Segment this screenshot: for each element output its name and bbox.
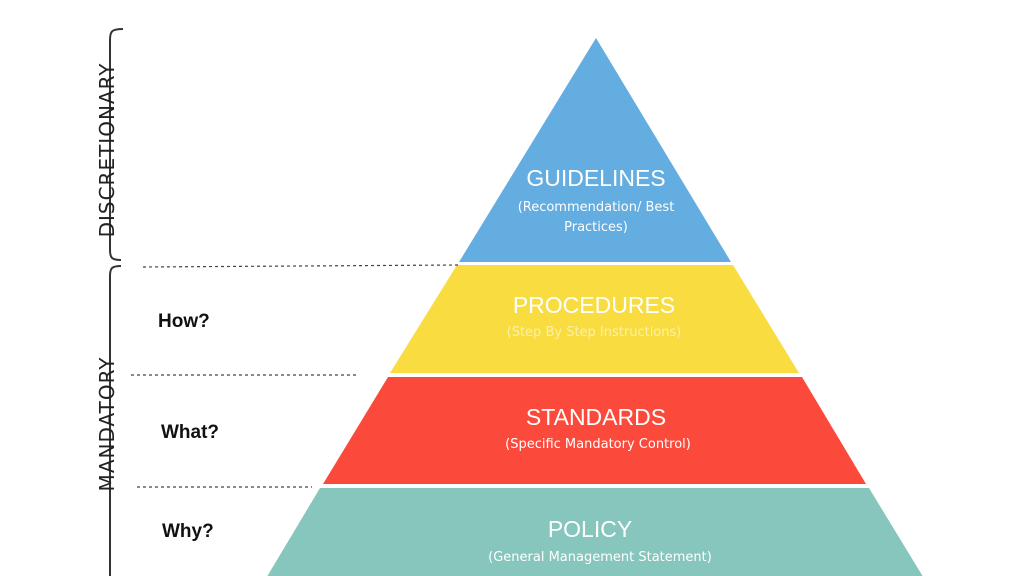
tier-procedures-title: PROCEDURES [513,292,675,318]
question-how: How? [158,311,210,332]
tier-procedures-shape [390,265,799,373]
tier-standards-subtitle: (Specific Mandatory Control) [505,437,691,452]
tier-policy-shape [267,488,923,576]
tier-standards-title: STANDARDS [526,404,666,430]
separator-guidelines-procedures [142,264,459,268]
tier-policy-title: POLICY [548,516,632,542]
tier-guidelines-subtitle-line2: Practices) [564,220,628,235]
discretionary-label: DISCRETIONARY [95,63,119,238]
tier-guidelines-subtitle-line1: (Recommendation/ Best [518,200,675,215]
tier-guidelines-title: GUIDELINES [526,165,665,191]
question-why: Why? [162,521,214,542]
mandatory-bracket [109,265,122,576]
question-what: What? [161,422,219,443]
discretionary-bracket [109,28,124,261]
tier-guidelines-shape [459,38,731,262]
mandatory-label: MANDATORY [95,357,119,492]
tier-procedures-subtitle: (Step By Step Instructions) [507,325,682,340]
tier-policy-subtitle: (General Management Statement) [488,550,712,565]
tier-standards-shape [323,377,866,484]
